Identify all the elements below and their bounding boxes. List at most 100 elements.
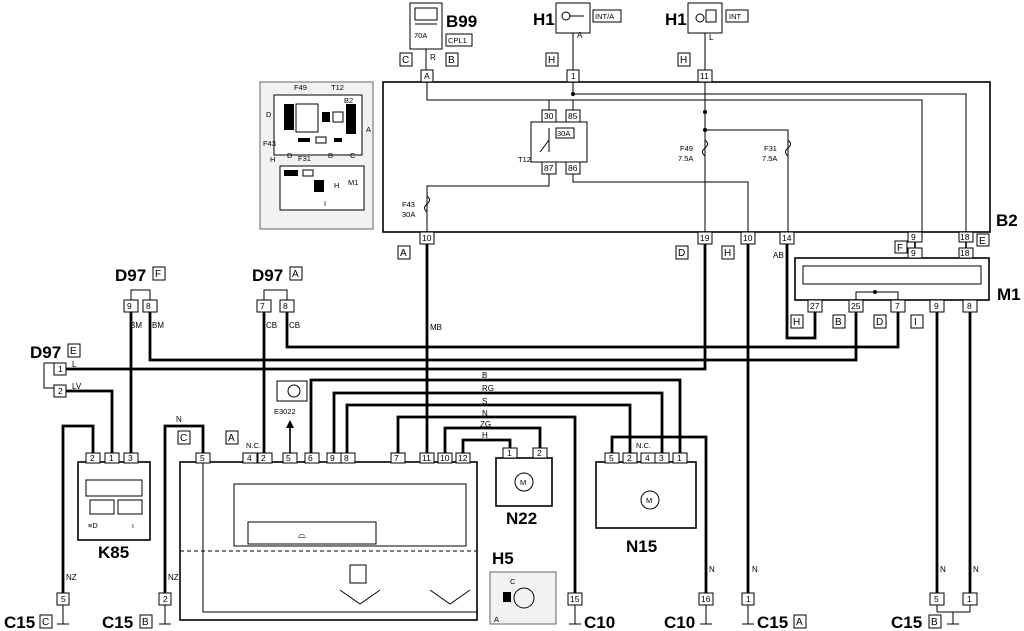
cpl1-tag-box [445, 33, 473, 47]
wiper-stalk-switch [179, 461, 478, 621]
b2-label: B2 [996, 211, 1018, 230]
svg-text:7: 7 [260, 301, 265, 311]
svg-text:5: 5 [61, 594, 66, 604]
motor-icon [514, 472, 534, 492]
svg-text:7.5A: 7.5A [762, 154, 777, 163]
b99-label: B99 [446, 12, 477, 31]
svg-text:A: A [796, 617, 803, 628]
svg-text:15: 15 [570, 594, 580, 604]
ground-c15-c: 5 C15 C [4, 592, 70, 631]
svg-text:AB: AB [773, 251, 784, 260]
svg-text:C: C [510, 577, 516, 586]
svg-text:CB: CB [266, 321, 277, 330]
svg-text:3: 3 [128, 453, 133, 463]
svg-text:NZ: NZ [66, 573, 77, 582]
svg-text:C10: C10 [584, 613, 615, 631]
svg-text:H: H [482, 431, 488, 440]
svg-text:D: D [678, 248, 685, 259]
svg-text:4: 4 [645, 453, 650, 463]
svg-text:2: 2 [163, 594, 168, 604]
svg-text:18: 18 [960, 248, 970, 258]
svg-text:A: A [400, 248, 407, 259]
svg-text:7: 7 [895, 301, 900, 311]
wire-color-l: L [709, 33, 714, 42]
svg-text:M: M [520, 478, 526, 487]
svg-text:9: 9 [127, 301, 132, 311]
svg-text:2: 2 [537, 448, 542, 458]
relay-rating: 30A [557, 129, 570, 138]
cpl1-tag: CPL1 [448, 36, 467, 45]
svg-text:10: 10 [440, 453, 450, 463]
svg-text:9: 9 [934, 301, 939, 311]
svg-text:N.C.: N.C. [636, 441, 651, 450]
svg-text:9: 9 [911, 248, 916, 258]
svg-text:5: 5 [200, 453, 205, 463]
svg-text:C15: C15 [757, 613, 788, 631]
conn-tag-b [445, 52, 459, 67]
headlamp-icon: ≡D [88, 521, 98, 530]
h1-label: H1 [533, 10, 555, 29]
svg-text:S: S [482, 397, 487, 406]
svg-text:I: I [914, 317, 917, 328]
svg-text:1: 1 [677, 453, 682, 463]
svg-text:6: 6 [308, 453, 313, 463]
svg-text:N: N [709, 565, 715, 574]
conn-tag-c [399, 52, 413, 67]
ground-c15-b-left: 2 C15 B [102, 592, 172, 631]
n15-wiper-motor [595, 461, 697, 529]
d97-e-label: D97 [30, 343, 61, 362]
d97-a-label: D97 [252, 266, 283, 285]
svg-text:5: 5 [609, 453, 614, 463]
svg-text:1: 1 [507, 448, 512, 458]
svg-text:8: 8 [283, 301, 288, 311]
svg-text:I: I [324, 199, 326, 208]
n22-washer-pump [495, 457, 553, 507]
svg-text:F43: F43 [402, 200, 415, 209]
svg-text:ZG: ZG [480, 420, 491, 429]
h1-int-switch [687, 2, 723, 34]
svg-text:2: 2 [261, 453, 266, 463]
svg-text:E: E [979, 236, 986, 247]
conn-tag-h-2 [677, 52, 691, 67]
svg-text:16: 16 [701, 594, 711, 604]
h1-int-label: H1 [665, 10, 687, 29]
e3022-lamp [276, 380, 308, 402]
svg-text:F31: F31 [298, 154, 311, 163]
svg-text:1: 1 [746, 594, 751, 604]
h1-ignition-switch [555, 2, 591, 34]
svg-text:C15: C15 [102, 613, 133, 631]
svg-text:1: 1 [58, 364, 63, 374]
motor-icon [640, 490, 660, 510]
n22-label: N22 [506, 509, 537, 528]
svg-text:30: 30 [544, 111, 554, 121]
svg-text:C10: C10 [664, 613, 695, 631]
svg-text:87: 87 [544, 163, 554, 173]
svg-text:H: H [548, 55, 555, 66]
b99-fuse-rating: 70A [414, 31, 427, 40]
ground-c10-left: 15 C10 [567, 592, 615, 631]
fuse-f31 [785, 139, 791, 157]
svg-text:F31: F31 [764, 144, 777, 153]
svg-text:3: 3 [659, 453, 664, 463]
k85-label: K85 [98, 543, 129, 562]
wire-color-a: A [577, 31, 583, 40]
svg-text:18: 18 [960, 232, 970, 242]
svg-text:C15: C15 [4, 613, 35, 631]
svg-text:MB: MB [430, 323, 442, 332]
svg-text:T12: T12 [331, 83, 344, 92]
svg-text:RG: RG [482, 384, 494, 393]
svg-text:H: H [724, 248, 731, 259]
svg-text:8: 8 [344, 453, 349, 463]
svg-text:B: B [835, 317, 842, 328]
wire-color-r: R [430, 53, 436, 62]
svg-text:10: 10 [422, 233, 432, 243]
svg-text:11: 11 [422, 453, 431, 463]
svg-text:2: 2 [627, 453, 632, 463]
ground-c15-a: 1 C15 A [741, 592, 807, 631]
d97-f-label: D97 [115, 266, 146, 285]
svg-text:H: H [334, 181, 339, 190]
svg-text:F: F [897, 243, 903, 254]
svg-text:M: M [646, 496, 652, 505]
svg-text:4: 4 [247, 453, 252, 463]
wiper-lamp-icon [287, 384, 301, 398]
